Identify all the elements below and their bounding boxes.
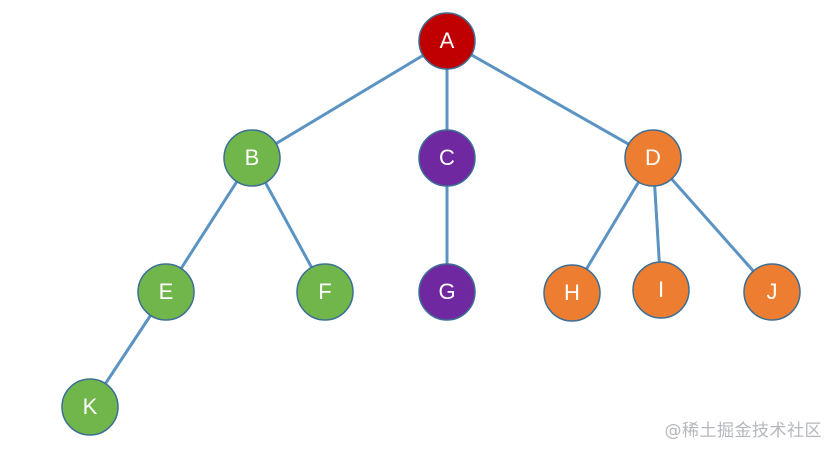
node-label: B <box>245 145 260 170</box>
edges-layer <box>88 39 774 408</box>
node-c: C <box>418 129 476 187</box>
node-a: A <box>418 12 476 70</box>
node-circle <box>223 129 281 187</box>
edge-d-j <box>651 157 774 293</box>
node-d: D <box>624 129 682 187</box>
edge-a-b <box>251 39 448 160</box>
node-label: A <box>440 28 455 53</box>
node-circle <box>624 129 682 187</box>
node-label: J <box>767 279 778 304</box>
node-label: D <box>645 145 661 170</box>
node-f: F <box>296 263 354 321</box>
node-label: E <box>159 279 174 304</box>
node-g: G <box>418 263 476 321</box>
node-circle <box>418 12 476 70</box>
node-circle <box>418 129 476 187</box>
node-circle <box>137 263 195 321</box>
node-label: H <box>564 280 580 305</box>
node-i: I <box>632 261 690 319</box>
node-circle <box>61 378 119 436</box>
node-k: K <box>61 378 119 436</box>
node-label: G <box>438 279 455 304</box>
edge-a-d <box>446 39 654 160</box>
nodes-layer: A B C D E F G H I J K <box>61 12 801 436</box>
node-b: B <box>223 129 281 187</box>
node-h: H <box>543 264 601 322</box>
watermark-text: @稀土掘金技术社区 <box>664 421 822 441</box>
node-label: F <box>318 279 331 304</box>
node-circle <box>743 263 801 321</box>
node-circle <box>418 263 476 321</box>
node-label: K <box>83 394 98 419</box>
node-circle <box>632 261 690 319</box>
node-label: I <box>658 277 664 302</box>
node-circle <box>543 264 601 322</box>
node-label: C <box>439 145 455 170</box>
node-circle <box>296 263 354 321</box>
node-e: E <box>137 263 195 321</box>
node-j: J <box>743 263 801 321</box>
